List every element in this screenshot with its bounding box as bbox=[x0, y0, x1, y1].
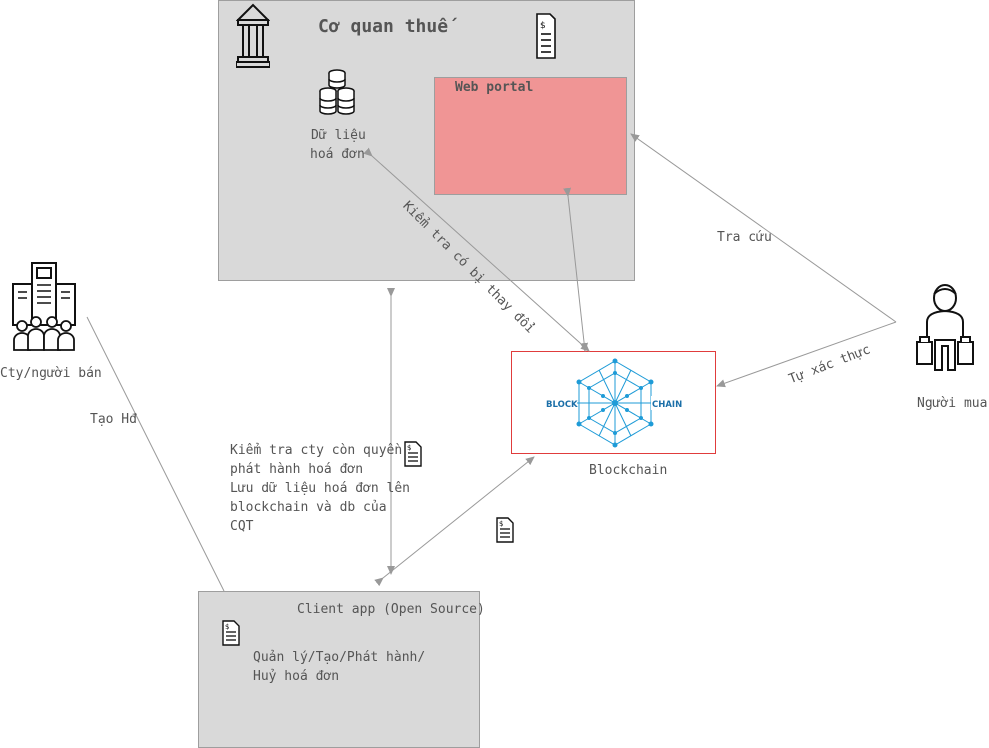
database-icon bbox=[319, 69, 355, 115]
blockchain-logo-icon: BLOCK CHAIN bbox=[545, 358, 683, 448]
bank-building-icon bbox=[236, 3, 270, 68]
blockchain-label: Blockchain bbox=[589, 463, 668, 478]
client-app-desc-line1: Quản lý/Tạo/Phát hành/ bbox=[253, 650, 426, 665]
lookup-label: Tra cứu bbox=[717, 230, 772, 245]
check-rights-line1: Kiểm tra cty còn quyền bbox=[230, 443, 403, 458]
edge-client-blockchain bbox=[374, 456, 535, 587]
label-self-verify: Tự xác thực bbox=[787, 342, 873, 387]
client-app-panel[interactable] bbox=[198, 591, 480, 748]
check-rights-line4: blockchain và db của bbox=[230, 500, 387, 515]
data-store-label-line1: Dữ liệu bbox=[311, 128, 366, 143]
check-rights-line3: Lưu dữ liệu hoá đơn lên bbox=[230, 481, 411, 496]
blockchain-logo-left: BLOCK bbox=[546, 400, 578, 410]
check-rights-line2: phát hành hoá đơn bbox=[230, 462, 364, 477]
document-icon: $ bbox=[404, 441, 422, 467]
edge-create-invoice bbox=[86, 316, 225, 592]
tax-office-title: Cơ quan thuế bbox=[318, 16, 449, 37]
label-check-modified: Kiểm tra có bị thay đổi bbox=[400, 199, 538, 337]
company-building-icon bbox=[12, 262, 76, 351]
svg-text:$: $ bbox=[499, 520, 503, 528]
edge-check-modified bbox=[363, 147, 590, 352]
edge-portal-blockchain bbox=[563, 187, 589, 352]
shopper-icon bbox=[916, 284, 974, 371]
svg-text:$: $ bbox=[540, 21, 546, 31]
client-app-desc-line2: Huỷ hoá đơn bbox=[253, 669, 340, 684]
edge-self-verify bbox=[716, 321, 897, 388]
create-invoice-label: Tạo Hđ bbox=[90, 412, 137, 427]
check-rights-line5: CQT bbox=[230, 519, 254, 534]
seller-label: Cty/người bán bbox=[0, 366, 102, 381]
document-icon: $ bbox=[536, 13, 556, 59]
client-app-title: Client app (Open Source) bbox=[297, 602, 485, 617]
document-icon: $ bbox=[222, 620, 240, 646]
document-icon: $ bbox=[496, 517, 514, 543]
edge-lookup bbox=[630, 133, 897, 323]
svg-text:$: $ bbox=[225, 623, 229, 631]
data-store-label-line2: hoá đơn bbox=[310, 147, 365, 162]
blockchain-logo-right: CHAIN bbox=[652, 400, 682, 410]
svg-text:$: $ bbox=[407, 444, 411, 452]
web-portal-label: Web portal bbox=[455, 80, 534, 95]
buyer-label: Người mua bbox=[917, 396, 988, 411]
